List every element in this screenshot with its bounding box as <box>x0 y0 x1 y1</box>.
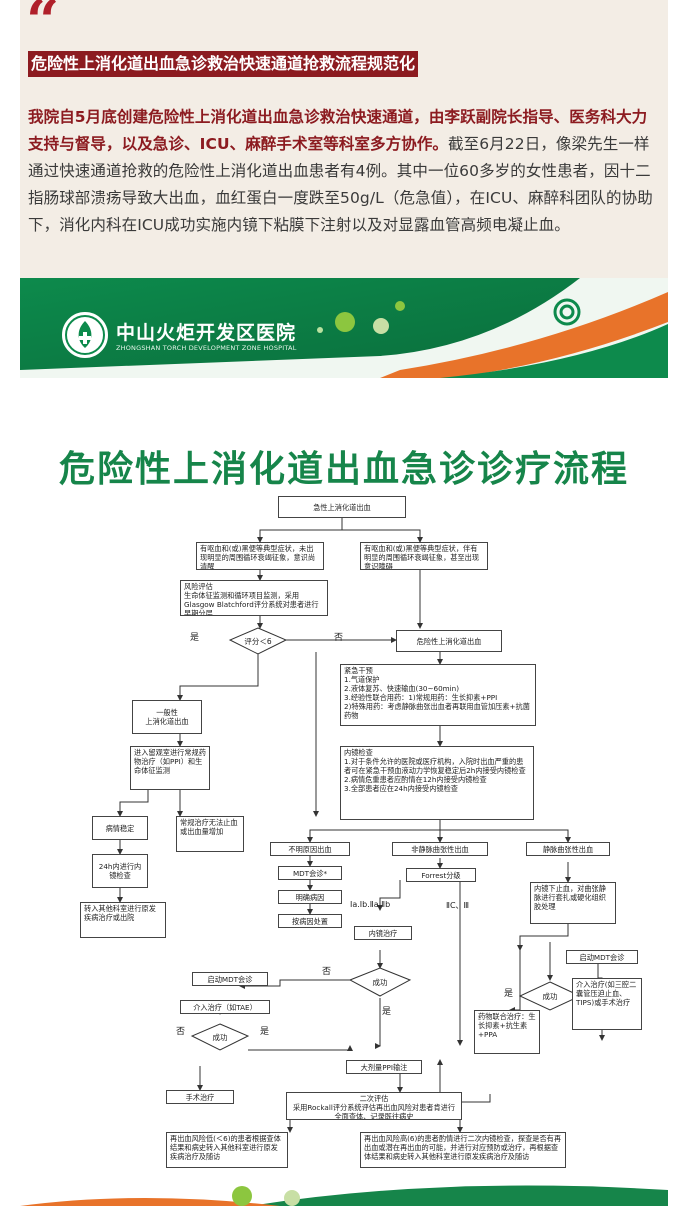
poster-header: 中山火炬开发区医院 ZHONGSHAN TORCH DEVELOPMENT ZO… <box>20 278 668 378</box>
flow-start-mdt-2: 启动MDT会诊 <box>566 950 638 964</box>
flow-success-decision-3: 成功 <box>542 991 558 1001</box>
flow-varix: 静脉曲张性出血 <box>526 842 610 856</box>
paragraph-strong: 我院自5月底创建危险性上消化道出血急诊救治快速通道，由李跃副院长指导、医务科大力… <box>28 108 648 153</box>
flow-danger-bleeding: 危险性上消化道出血 <box>396 630 502 652</box>
flow-forrest: Forrest分级 <box>406 868 476 882</box>
flow-endoscopy-check: 内镜检查 1.对于条件允许的医院或医疗机构，入院时出血严重的患者可在紧急干预血液… <box>340 746 534 820</box>
flow-left-symptom: 有呕血和(或)黑便等典型症状，未出现明显的周围循环衰竭征象，意识尚清醒 <box>196 542 324 570</box>
flow-no-label-3: 否 <box>176 1027 186 1037</box>
flow-yes-label: 是 <box>190 633 200 643</box>
flow-cause-treatment: 按病因处置 <box>278 914 342 928</box>
flow-endo-24h: 24h内进行内镜检查 <box>92 854 148 888</box>
flow-high-risk: 再出血风险高(6)的患者酌情进行二次内镜检查，探查是否有再出血或潜在再出血的可能… <box>360 1132 566 1168</box>
flow-low-risk: 再出血风险低(＜6)的患者根据查体结果和病史转入其他科室进行原发疾病治疗及随访 <box>166 1132 288 1168</box>
flow-risk-assessment: 风险评估 生命体征监测和循环项目监测，采用Glasgow Blatchford评… <box>180 580 328 616</box>
flow-grade-high: Ⅰa.Ⅰb.Ⅱa.Ⅱb <box>350 900 391 909</box>
flow-conventional-fail: 常规治疗无法止血或出血量增加 <box>176 816 244 852</box>
flowchart-poster: 中山火炬开发区医院 ZHONGSHAN TORCH DEVELOPMENT ZO… <box>20 278 668 1206</box>
section-headline: 危险性上消化道出血急诊救治快速通道抢救流程规范化 <box>28 51 419 77</box>
flow-emergency-intervention: 紧急干预 1.气道保护 2.液体复苏、快速输血(30~60min) 3.经验性联… <box>340 664 536 726</box>
flow-endo-treatment: 内镜治疗 <box>354 926 412 940</box>
flow-unknown-cause: 不明原因出血 <box>270 842 350 856</box>
flow-drug-combo: 药物联合治疗：生长抑素+抗生素+PPA <box>474 1010 540 1054</box>
hospital-name: 中山火炬开发区医院 <box>116 322 297 344</box>
poster-bottom-decoration <box>20 1185 668 1206</box>
flow-nonvarix: 非静脉曲张性出血 <box>392 842 488 856</box>
flow-grade-low: ⅡC、Ⅲ <box>446 901 470 910</box>
header-background <box>20 278 668 378</box>
flow-mdt: MDT会诊* <box>278 866 342 880</box>
flow-varix-treatment: 内镜下止血，对曲张静脉进行套扎或硬化组织胶处理 <box>530 882 616 924</box>
flow-cause: 明确病因 <box>278 890 342 904</box>
flow-yes-label-4: 是 <box>504 989 514 999</box>
logo-icon <box>65 315 105 355</box>
flow-no-label: 否 <box>334 633 344 643</box>
flow-success-decision: 成功 <box>372 977 388 987</box>
flow-ppi-infusion: 大剂量PPI输注 <box>346 1060 422 1074</box>
flow-stable: 病情稳定 <box>92 816 148 840</box>
flow-yes-label-2: 是 <box>382 1007 392 1017</box>
flow-surgery: 手术治疗 <box>166 1090 234 1104</box>
flow-transfer: 转入其他科室进行原发疾病治疗或出院 <box>80 902 166 938</box>
flow-observation: 进入留观室进行常规药物治疗（如PPI）和生命体征监测 <box>130 746 210 790</box>
flow-success-decision-2: 成功 <box>212 1032 228 1042</box>
flow-second-assessment: 二次评估 采用Rockall评分系统评估再出血风险对患者肯进行全面查体、记录既往… <box>286 1092 462 1120</box>
flow-no-label-2: 否 <box>322 967 332 977</box>
flow-start: 急性上消化道出血 <box>278 496 406 518</box>
flow-general-bleeding: 一般性 上消化道出血 <box>132 700 202 734</box>
flow-right-symptom: 有呕血和(或)黑便等典型症状，伴有明显的周围循环衰竭征象，甚至出现意识障碍 <box>360 542 488 570</box>
flow-score-decision: 评分＜6 <box>244 636 272 646</box>
flow-intervention-2: 介入治疗(如三腔二囊管压迫止血、TIPS)或手术治疗 <box>572 978 642 1030</box>
flow-intervention: 介入治疗（如TAE） <box>180 1000 270 1014</box>
hospital-logo <box>62 312 108 358</box>
article-paragraph: 我院自5月底创建危险性上消化道出血急诊救治快速通道，由李跃副院长指导、医务科大力… <box>28 104 662 239</box>
flow-connectors <box>117 518 605 1133</box>
flow-yes-label-3: 是 <box>260 1027 270 1037</box>
quote-mark: “ <box>26 0 60 55</box>
paragraph-text: 截至6月22日，像梁先生一样通过快速通道抢救的危险性上消化道出血患者有4例。其中… <box>28 135 653 234</box>
hospital-english-name: ZHONGSHAN TORCH DEVELOPMENT ZONE HOSPITA… <box>116 344 297 352</box>
flowchart: 急性上消化道出血 有呕血和(或)黑便等典型症状，未出现明显的周围循环衰竭征象，意… <box>20 490 668 1206</box>
poster-title: 危险性上消化道出血急诊诊疗流程 <box>58 449 629 490</box>
flow-start-mdt: 启动MDT会诊 <box>192 972 268 986</box>
